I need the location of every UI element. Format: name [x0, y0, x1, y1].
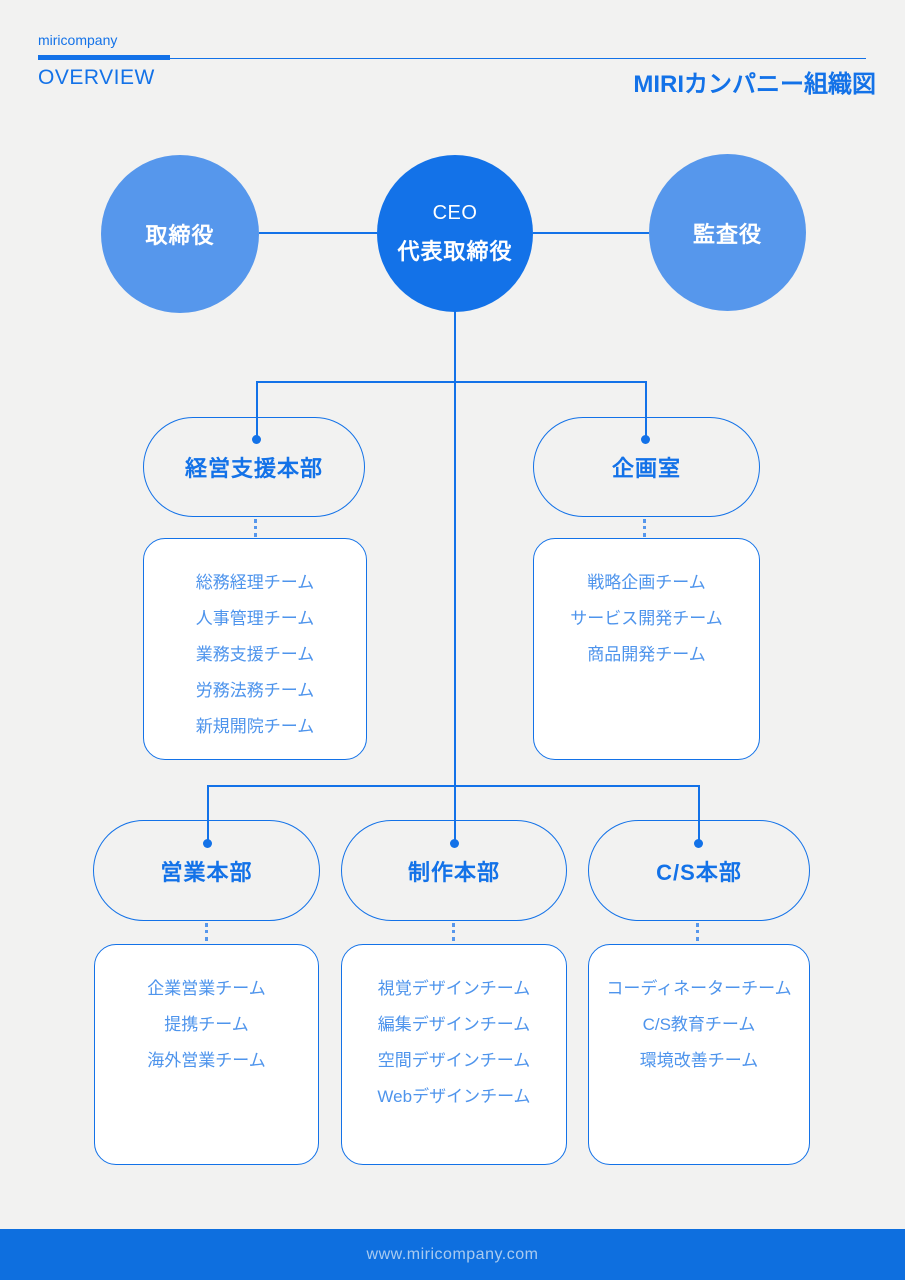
team-item: 空間デザインチーム [377, 1051, 531, 1070]
team-item: 環境改善チーム [639, 1051, 759, 1070]
dotted-link-cs [696, 923, 699, 941]
dept-label: 企画室 [611, 456, 681, 481]
team-item: サービス開発チーム [570, 609, 723, 628]
anchor-dot-cs [694, 839, 703, 848]
team-item: 企業営業チーム [147, 979, 266, 998]
anchor-dot-management-support [252, 435, 261, 444]
dept-pill-cs: C/S本部 [588, 820, 810, 921]
dept-label: 経営支援本部 [184, 456, 323, 481]
team-item: 人事管理チーム [195, 609, 315, 628]
ceo-sub-label: CEO [432, 201, 478, 224]
node-directors-circle: 取締役 [101, 155, 259, 313]
dotted-link-management-support [254, 519, 257, 537]
team-item: コーディネーターチーム [606, 979, 792, 998]
directors-label: 取締役 [145, 223, 215, 248]
dept-pill-sales: 営業本部 [93, 820, 320, 921]
auditor-label: 監査役 [692, 221, 762, 247]
header-rule [38, 58, 866, 59]
header-rule-accent [38, 55, 170, 60]
dotted-link-production [452, 923, 455, 941]
team-item: 視覚デザインチーム [377, 979, 531, 998]
dotted-link-sales [205, 923, 208, 941]
team-card-cs: コーディネーターチーム C/S教育チーム 環境改善チーム [588, 944, 810, 1165]
anchor-dot-planning [641, 435, 650, 444]
team-item: 業務支援チーム [195, 645, 315, 664]
team-item: 総務経理チーム [195, 573, 315, 592]
dept-label: 営業本部 [160, 859, 253, 885]
team-item: 海外営業チーム [147, 1051, 266, 1070]
footer-url: www.miricompany.com [366, 1245, 539, 1263]
team-item: 戦略企画チーム [587, 573, 706, 592]
section-heading: OVERVIEW [38, 66, 155, 89]
brand-text: miricompany [38, 32, 118, 48]
node-auditor-circle: 監査役 [649, 154, 806, 311]
connector-ceo-auditor [533, 232, 649, 234]
dept-pill-production: 制作本部 [341, 820, 567, 921]
team-card-production: 視覚デザインチーム 編集デザインチーム 空間デザインチーム Webデザインチーム [341, 944, 567, 1165]
dotted-link-planning [643, 519, 646, 537]
anchor-dot-production [450, 839, 459, 848]
dept-pill-management-support: 経営支援本部 [143, 417, 365, 517]
page-title: MIRIカンパニー組織図 [633, 71, 876, 98]
team-card-planning: 戦略企画チーム サービス開発チーム 商品開発チーム [533, 538, 760, 760]
connector-level3-branch [207, 785, 699, 787]
dept-label: C/S本部 [656, 859, 742, 885]
team-item: C/S教育チーム [642, 1015, 756, 1034]
team-card-management-support: 総務経理チーム 人事管理チーム 業務支援チーム 労務法務チーム 新規開院チーム [143, 538, 367, 760]
team-item: 新規開院チーム [195, 717, 315, 736]
connector-level2-left-drop [256, 381, 258, 439]
connector-directors-ceo [259, 232, 377, 234]
ceo-label: 代表取締役 [397, 238, 513, 264]
team-item: Webデザインチーム [377, 1087, 531, 1106]
team-item: 商品開発チーム [587, 645, 706, 664]
team-card-sales: 企業営業チーム 提携チーム 海外営業チーム [94, 944, 319, 1165]
team-item: 編集デザインチーム [377, 1015, 531, 1034]
dept-pill-planning: 企画室 [533, 417, 760, 517]
dept-label: 制作本部 [407, 859, 500, 885]
team-item: 労務法務チーム [195, 681, 315, 700]
connector-level3-left-drop [207, 785, 209, 843]
team-item: 提携チーム [164, 1015, 249, 1034]
connector-level2-branch [256, 381, 646, 383]
connector-ceo-vertical [454, 311, 456, 843]
anchor-dot-sales [203, 839, 212, 848]
connector-level3-right-drop [698, 785, 700, 843]
connector-level2-right-drop [645, 381, 647, 439]
node-ceo-circle: CEO 代表取締役 [377, 155, 533, 312]
footer-bar: www.miricompany.com [0, 1229, 905, 1280]
